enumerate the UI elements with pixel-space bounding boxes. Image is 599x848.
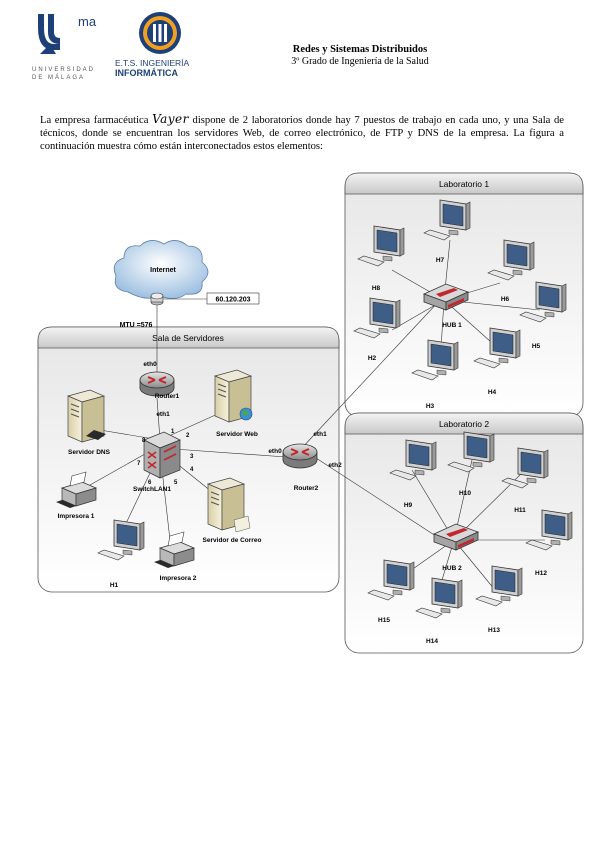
h12-label: H12 <box>535 570 547 577</box>
router2-eth2: eth2 <box>328 462 342 469</box>
h2-label: H2 <box>368 355 377 362</box>
company-name: Vayer <box>152 112 189 126</box>
sala-servidores-box: Sala de Servidores <box>37 326 340 593</box>
mail-icon <box>233 515 251 533</box>
srv-dns-label: Servidor DNS <box>68 449 111 456</box>
hub1-label: HUB 1 <box>442 322 462 329</box>
hub2-label: HUB 2 <box>442 565 462 572</box>
srv-web-label: Servidor Web <box>216 431 258 438</box>
router2-icon <box>282 443 318 469</box>
srv-correo-label: Servidor de Correo <box>203 537 262 544</box>
ip-label: 60.120.203 <box>215 297 250 304</box>
h13-label: H13 <box>488 627 500 634</box>
port-7: 7 <box>137 461 141 467</box>
h3-label: H3 <box>426 403 435 410</box>
port-8: 8 <box>142 438 146 444</box>
course-subtitle: 3º Grado de Ingeniería de la Salud <box>291 56 429 67</box>
h9-label: H9 <box>404 502 413 509</box>
h6-label: H6 <box>501 296 510 303</box>
h7-label: H7 <box>436 257 445 264</box>
ets-name: E.T.S. INGENIERÍA INFORMÁTICA <box>115 58 190 78</box>
uma-logo: ma <box>38 14 97 54</box>
printer2-label: Impresora 2 <box>160 575 197 582</box>
internet-cloud: Internet <box>113 240 209 299</box>
uma-name: UNIVERSIDAD DE MÁLAGA <box>32 67 96 81</box>
switch-lan1-icon <box>143 431 181 479</box>
port-1: 1 <box>171 429 175 435</box>
port-5: 5 <box>174 480 178 486</box>
router1-eth1: eth1 <box>156 411 170 418</box>
sala-title: Sala de Servidores <box>152 333 224 343</box>
lab1-title: Laboratorio 1 <box>439 179 489 189</box>
router1-label: Router1 <box>155 393 180 400</box>
lab2-title: Laboratorio 2 <box>439 419 489 429</box>
printer1-label: Impresora 1 <box>58 513 95 520</box>
h10-label: H10 <box>459 490 471 497</box>
switch-label: SwitchLAN1 <box>133 486 171 493</box>
router2-eth1: eth1 <box>313 431 327 438</box>
internet-label: Internet <box>150 267 176 274</box>
h14-label: H14 <box>426 638 438 645</box>
internet-gateway-icon <box>150 292 164 306</box>
router1-eth0: eth0 <box>143 361 157 368</box>
intro-paragraph: La empresa farmacéutica Vayer dispone de… <box>40 112 564 153</box>
uma-mark: ma <box>78 14 97 29</box>
h1-label: H1 <box>110 582 119 589</box>
course-title: Redes y Sistemas Distribuidos <box>292 44 428 55</box>
port-4: 4 <box>190 467 194 473</box>
h5-label: H5 <box>532 343 541 350</box>
port-3: 3 <box>190 454 194 460</box>
ip-box <box>206 292 260 305</box>
h15-label: H15 <box>378 617 390 624</box>
h4-label: H4 <box>488 389 497 396</box>
ets-logo <box>139 12 181 54</box>
router2-label: Router2 <box>294 485 319 492</box>
dns-keyboard-icon <box>86 430 106 440</box>
mtu-label: MTU =576 <box>120 322 153 329</box>
port-6: 6 <box>148 480 152 486</box>
h8-label: H8 <box>372 285 381 292</box>
port-2: 2 <box>186 433 190 439</box>
router2-eth0: eth0 <box>268 448 282 455</box>
h11-label: H11 <box>514 507 526 514</box>
